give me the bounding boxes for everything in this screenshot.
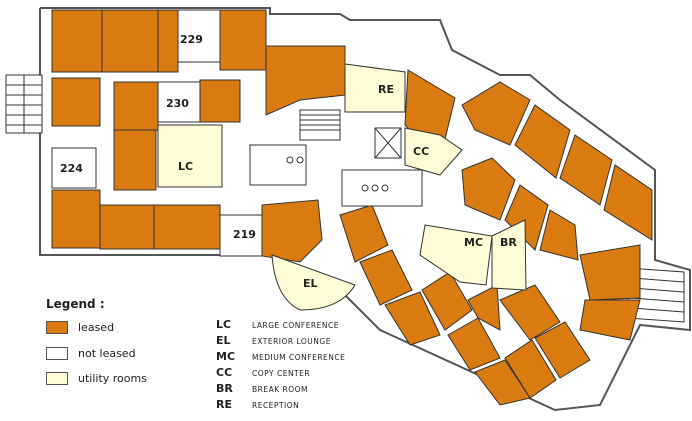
abbr-code: EL [216, 334, 231, 347]
leased-swatch [46, 321, 68, 334]
room-230-label: 230 [166, 97, 189, 110]
abbr-meaning: LARGE CONFERENCE [252, 321, 339, 330]
abbr-meaning: RECEPTION [252, 401, 300, 410]
room-cc-label: CC [413, 145, 429, 158]
leased-rooms [51, 9, 653, 406]
abbr-meaning: BREAK ROOM [252, 385, 309, 394]
room-br-label: BR [500, 236, 517, 249]
room-224-label: 224 [60, 162, 83, 175]
utility-swatch [46, 372, 68, 385]
legend-label: utility rooms [78, 372, 147, 385]
abbr-code: RE [216, 398, 232, 411]
abbr-code: LC [216, 318, 232, 331]
abbr-code: MC [216, 350, 236, 363]
legend-title: Legend : [46, 297, 105, 311]
not-leased-swatch [46, 347, 68, 360]
room-re-label: RE [378, 83, 394, 96]
restroom-fixtures [249, 109, 423, 207]
legend-item-not-leased: not leased [46, 347, 136, 360]
room-el-label: EL [303, 277, 318, 290]
abbr-meaning: MEDIUM CONFERENCE [252, 353, 346, 362]
left-stair [5, 74, 43, 134]
legend-item-utility: utility rooms [46, 372, 147, 385]
legend-label: leased [78, 321, 115, 334]
legend-label: not leased [78, 347, 136, 360]
abbr-code: CC [216, 366, 233, 379]
legend-item-leased: leased [46, 321, 114, 334]
room-229-label: 229 [180, 33, 203, 46]
room-mc-label: MC [464, 236, 483, 249]
abbr-meaning: EXTERIOR LOUNGE [252, 337, 331, 346]
room-219-label: 219 [233, 228, 256, 241]
abbr-meaning: COPY CENTER [252, 369, 311, 378]
abbr-code: BR [216, 382, 233, 395]
room-lc-label: LC [178, 160, 193, 173]
not-leased-rooms [51, 9, 263, 257]
utility-rooms [157, 63, 527, 311]
